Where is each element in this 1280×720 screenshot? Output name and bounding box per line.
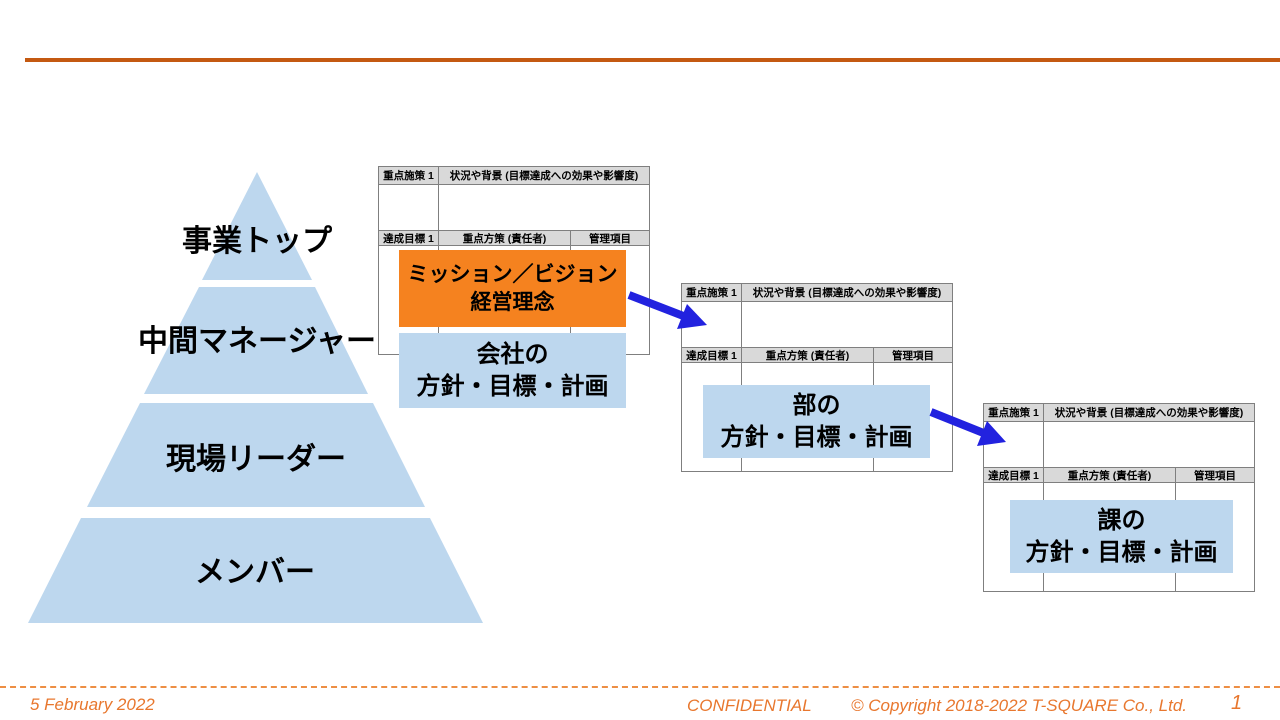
footer-copyright: © Copyright 2018-2022 T-SQUARE Co., Ltd. [851, 696, 1188, 715]
pyramid-label-member: メンバー [195, 556, 315, 589]
empty-cell [379, 185, 439, 230]
header-cell-control-item: 管理項目 [571, 231, 649, 245]
header-cell-goal: 達成目標 1 [682, 348, 742, 362]
empty-cell [984, 422, 1044, 467]
company-box-line1: 会社の [476, 340, 549, 368]
section-box-line2: 方針・目標・計画 [1025, 538, 1218, 566]
pyramid-label-field-leader: 現場リーダー [166, 443, 346, 476]
header-cell-key-measure: 重点施策 1 [379, 167, 439, 184]
header-cell-policy: 重点方策 (責任者) [439, 231, 571, 245]
empty-cell [742, 302, 952, 347]
division-box-line1: 部の [792, 391, 841, 419]
section-box-line1: 課の [1097, 506, 1146, 534]
header-cell-key-measure: 重点施策 1 [682, 284, 742, 301]
section-policy-box: 課の 方針・目標・計画 [1010, 500, 1233, 573]
footer-dashed-rule [0, 686, 1280, 688]
header-cell-situation: 状況や背景 (目標達成への効果や影響度) [1044, 404, 1254, 421]
empty-cell [1044, 422, 1254, 467]
header-cell-goal: 達成目標 1 [984, 468, 1044, 482]
header-cell-control-item: 管理項目 [874, 348, 952, 362]
header-cell-key-measure: 重点施策 1 [984, 404, 1044, 421]
header-cell-goal: 達成目標 1 [379, 231, 439, 245]
table-row: 重点施策 1 状況や背景 (目標達成への効果や影響度) [379, 167, 649, 185]
table-row [379, 185, 649, 231]
header-cell-policy: 重点方策 (責任者) [742, 348, 874, 362]
table-row [984, 422, 1254, 468]
table-row [682, 302, 952, 348]
table-row: 重点施策 1 状況や背景 (目標達成への効果や影響度) [984, 404, 1254, 422]
empty-cell [682, 302, 742, 347]
table-row: 重点施策 1 状況や背景 (目標達成への効果や影響度) [682, 284, 952, 302]
header-cell-policy: 重点方策 (責任者) [1044, 468, 1176, 482]
footer-page-number: 1 [1231, 692, 1243, 714]
header-cell-situation: 状況や背景 (目標達成への効果や影響度) [742, 284, 952, 301]
division-policy-box: 部の 方針・目標・計画 [703, 385, 930, 458]
footer-date: 5 February 2022 [30, 695, 155, 714]
table-row: 達成目標 1 重点方策 (責任者) 管理項目 [379, 231, 649, 246]
pyramid-label-middle-manager: 中間マネージャー [138, 325, 376, 358]
company-box-line2: 方針・目標・計画 [416, 372, 609, 400]
mission-box-line1: ミッション／ビジョン [407, 262, 618, 286]
company-policy-box: 会社の 方針・目標・計画 [399, 333, 626, 408]
header-cell-situation: 状況や背景 (目標達成への効果や影響度) [439, 167, 649, 184]
table-row: 達成目標 1 重点方策 (責任者) 管理項目 [984, 468, 1254, 483]
mission-box-line2: 経営理念 [470, 290, 555, 314]
division-box-line2: 方針・目標・計画 [720, 423, 913, 451]
empty-cell [439, 185, 649, 230]
pyramid-label-business-top: 事業トップ [182, 225, 332, 258]
table-row: 達成目標 1 重点方策 (責任者) 管理項目 [682, 348, 952, 363]
header-cell-control-item: 管理項目 [1176, 468, 1254, 482]
mission-vision-box: ミッション／ビジョン 経営理念 [399, 250, 626, 327]
footer-confidential-label: CONFIDENTIAL [687, 696, 812, 715]
top-accent-rule [25, 58, 1280, 62]
